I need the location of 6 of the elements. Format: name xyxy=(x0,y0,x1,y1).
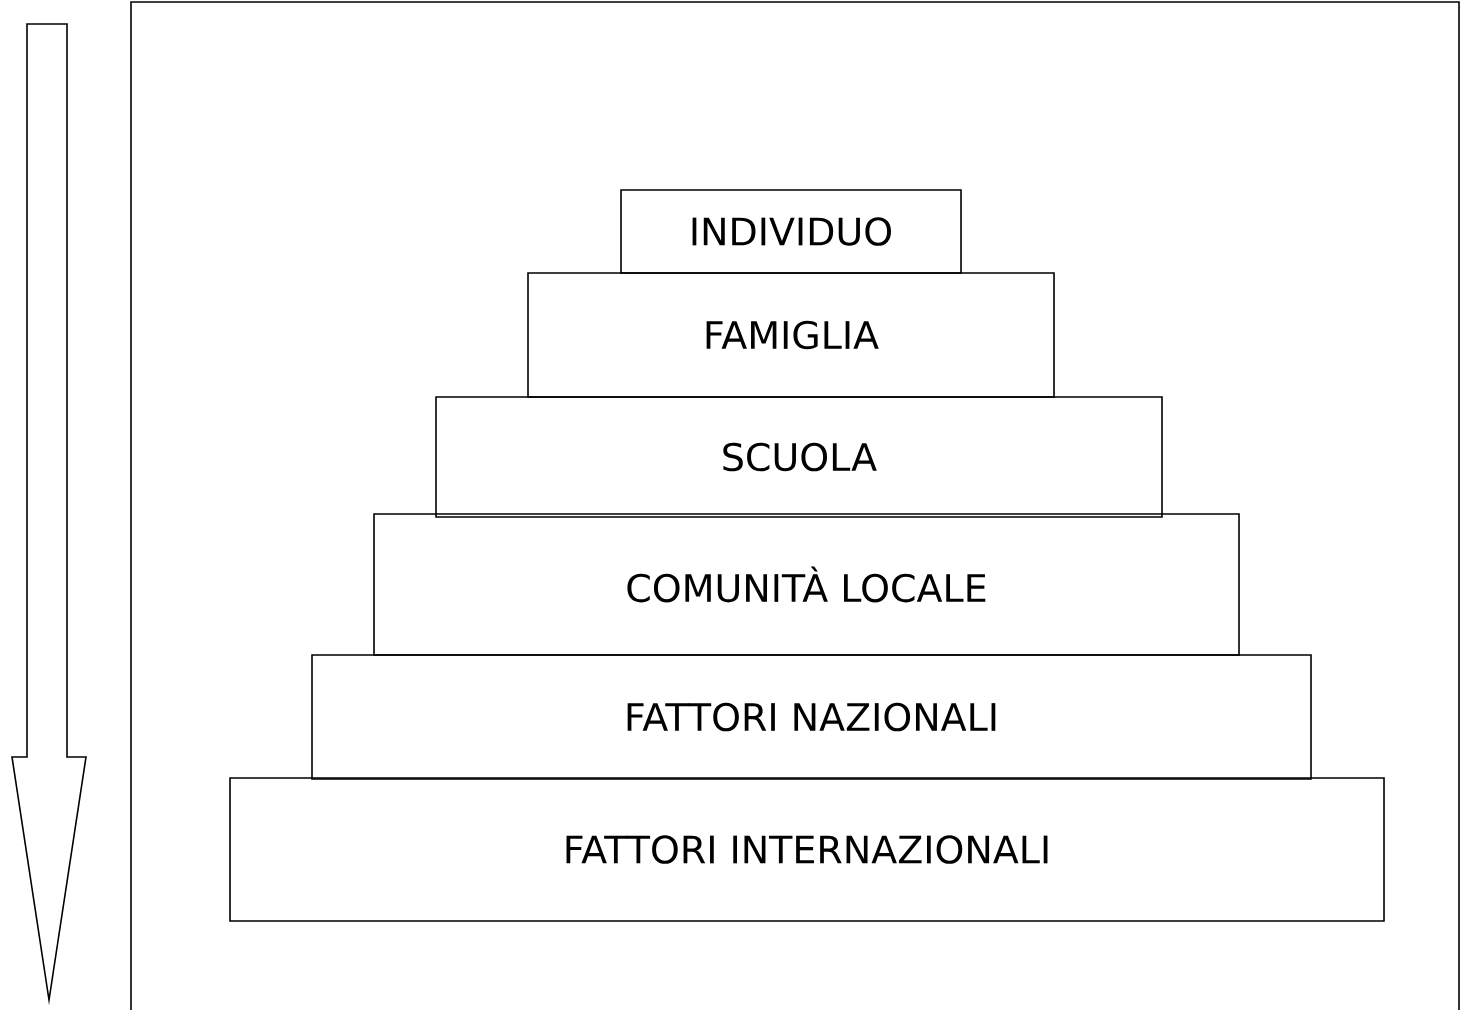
level-box: COMUNITÀ LOCALE xyxy=(373,513,1240,656)
level-box: FATTORI NAZIONALI xyxy=(311,654,1312,780)
level-box: INDIVIDUO xyxy=(620,189,962,274)
level-box: FATTORI INTERNAZIONALI xyxy=(229,777,1385,922)
level-box: SCUOLA xyxy=(435,396,1163,518)
level-box: FAMIGLIA xyxy=(527,272,1055,398)
